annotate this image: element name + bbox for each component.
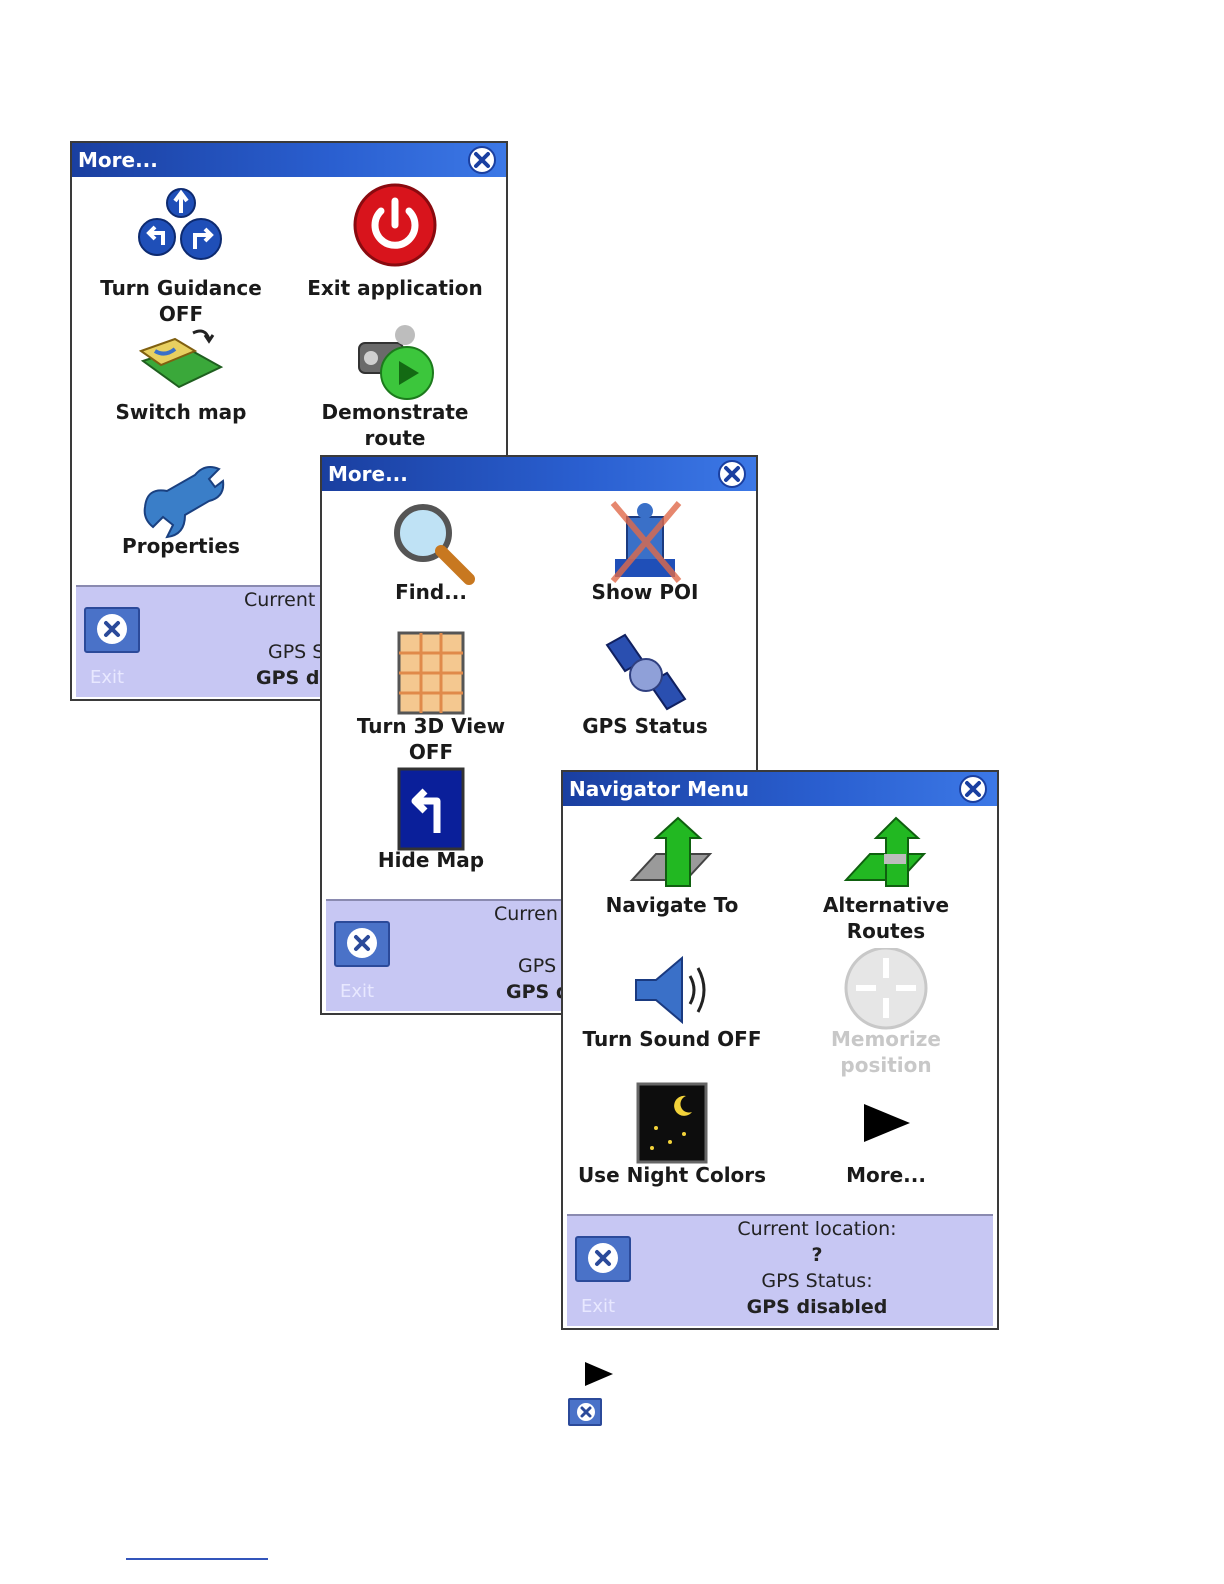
speaker-icon xyxy=(635,955,706,1025)
item-label: Hide Map xyxy=(377,848,485,872)
close-icon xyxy=(588,1243,618,1273)
item-label: Turn Guidance OFF xyxy=(100,276,262,326)
status-footer: Exit Current location: ? GPS Status: GPS… xyxy=(567,1214,993,1326)
exit-label: Exit xyxy=(581,1296,616,1317)
gps-status-value: GPS d xyxy=(506,981,570,1003)
gps-status-value: GPS disabled xyxy=(746,1296,888,1318)
link-underline xyxy=(126,1558,268,1560)
grid-map-icon xyxy=(397,631,465,715)
play-triangle-icon xyxy=(864,1104,910,1142)
exit-label: Exit xyxy=(340,981,375,1002)
turn-guidance-off-item[interactable]: Turn Guidance OFF xyxy=(76,183,286,326)
hide-map-item[interactable]: Hide Map xyxy=(326,767,536,877)
exit-button-icon xyxy=(568,1398,602,1426)
gps-status-label: GPS xyxy=(518,955,557,977)
close-icon[interactable] xyxy=(468,146,496,174)
satellite-icon xyxy=(605,633,687,711)
close-icon[interactable] xyxy=(718,460,746,488)
navigate-arrow-icon xyxy=(629,816,713,887)
properties-item[interactable]: Properties xyxy=(76,457,286,567)
find-item[interactable]: Find... xyxy=(326,497,536,607)
memorize-icon xyxy=(844,948,928,1030)
item-label: Turn 3D View OFF xyxy=(356,714,506,764)
close-icon xyxy=(577,1403,595,1421)
window-title: More... xyxy=(78,148,158,172)
item-label: Turn Sound OFF xyxy=(582,1027,762,1051)
gps-status-label: GPS S xyxy=(268,641,325,663)
camera-play-icon xyxy=(358,325,434,400)
use-night-colors-item[interactable]: Use Night Colors xyxy=(567,1082,777,1192)
close-icon xyxy=(347,928,377,958)
more-item[interactable]: More... xyxy=(781,1082,991,1192)
gps-status-value: GPS di xyxy=(256,667,326,689)
more-window-back: More... Turn Guidance OFF Exit applicati… xyxy=(70,141,508,701)
item-label: Alternative Routes xyxy=(822,893,950,943)
navigator-menu-window: Navigator Menu Navigate To Alternative R… xyxy=(561,770,999,1330)
turn-sound-off-item[interactable]: Turn Sound OFF xyxy=(567,948,777,1058)
location-label: Current location: xyxy=(737,1218,897,1240)
item-label: Demonstrate route xyxy=(321,400,469,450)
item-label: Properties xyxy=(122,534,240,558)
more-window-middle: More... Find... Show POI Turn 3D View OF… xyxy=(320,455,758,1015)
item-label: GPS Status xyxy=(582,714,708,738)
item-label: Show POI xyxy=(591,580,699,604)
exit-application-item[interactable]: Exit application xyxy=(290,183,500,318)
demonstrate-route-item[interactable]: Demonstrate route xyxy=(290,321,500,456)
location-value: ? xyxy=(811,1244,823,1266)
memorize-position-item: Memorize position xyxy=(781,948,991,1083)
power-icon xyxy=(353,183,437,267)
gps-status-item[interactable]: GPS Status xyxy=(540,631,750,741)
gps-status-label: GPS Status: xyxy=(761,1270,873,1292)
turn-arrows-icon xyxy=(138,188,222,260)
item-label: Find... xyxy=(395,580,467,604)
location-label: Curren xyxy=(494,903,558,925)
window-title: More... xyxy=(328,462,408,486)
exit-button[interactable] xyxy=(84,607,140,653)
play-triangle-icon xyxy=(585,1362,613,1386)
map-icon xyxy=(138,329,224,389)
close-icon[interactable] xyxy=(959,775,987,803)
item-label: Switch map xyxy=(115,400,247,424)
switch-map-item[interactable]: Switch map xyxy=(76,321,286,431)
window-titlebar: Navigator Menu xyxy=(563,772,997,806)
item-label: Use Night Colors xyxy=(577,1163,767,1187)
exit-button[interactable] xyxy=(334,921,390,967)
exit-label: Exit xyxy=(90,667,125,688)
poi-crossed-icon xyxy=(610,501,682,583)
magnifier-icon xyxy=(394,504,475,585)
window-title: Navigator Menu xyxy=(569,777,750,801)
item-label: More... xyxy=(846,1163,926,1187)
wrench-icon xyxy=(143,466,225,539)
navigate-to-item[interactable]: Navigate To xyxy=(567,814,777,924)
show-poi-item[interactable]: Show POI xyxy=(540,497,750,607)
window-titlebar: More... xyxy=(322,457,756,491)
exit-button[interactable] xyxy=(575,1236,631,1282)
close-icon xyxy=(97,614,127,644)
item-label: Exit application xyxy=(307,276,483,300)
item-label: Memorize position xyxy=(831,1027,941,1077)
night-icon xyxy=(636,1082,708,1164)
location-label: Current xyxy=(244,589,316,611)
item-label: Navigate To xyxy=(605,893,739,917)
alternative-routes-item[interactable]: Alternative Routes xyxy=(781,814,991,949)
turn-3d-view-off-item[interactable]: Turn 3D View OFF xyxy=(326,631,536,766)
alt-route-arrow-icon xyxy=(843,816,927,887)
window-titlebar: More... xyxy=(72,143,506,177)
turn-left-sign-icon xyxy=(397,767,465,851)
